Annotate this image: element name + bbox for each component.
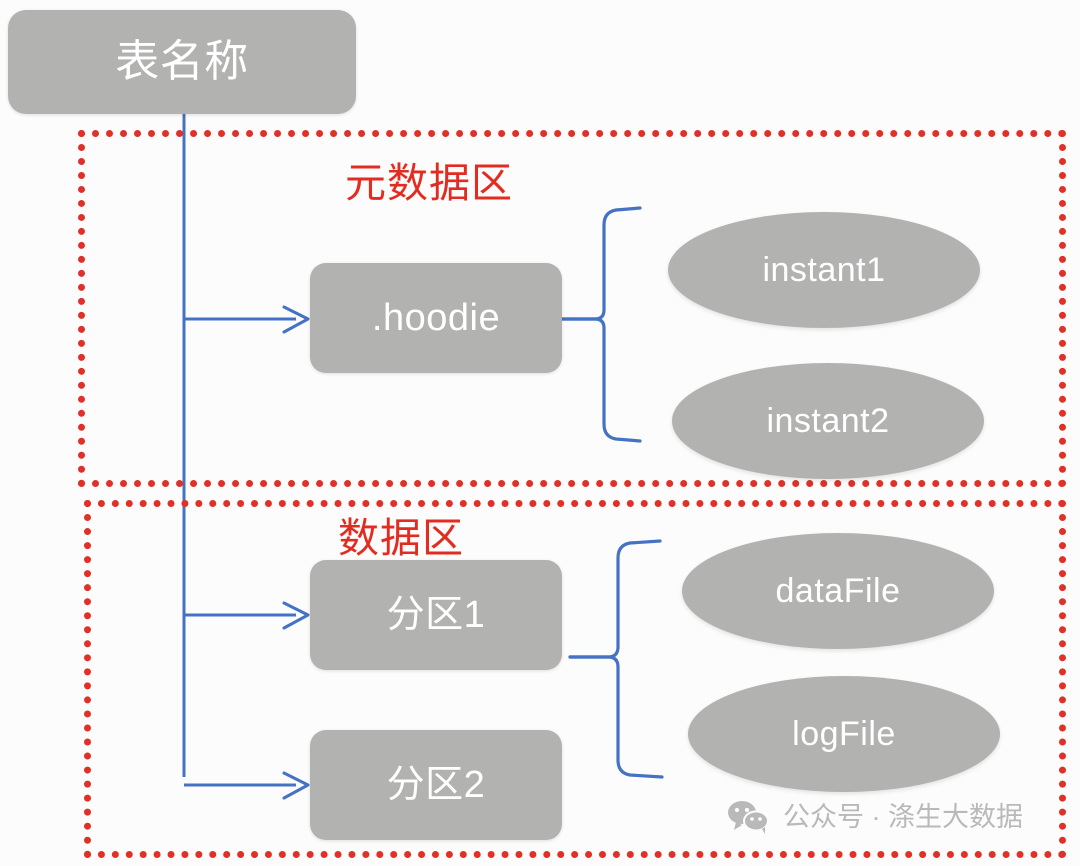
zone-data-label: 数据区 (338, 515, 464, 561)
watermark: 公众号 · 涤生大数据 (727, 800, 1023, 834)
brace-data-upper (568, 539, 662, 659)
arrow-head-to-partition-1 (282, 601, 310, 630)
watermark-text: 公众号 · 涤生大数据 (783, 801, 1023, 832)
node-data-file[interactable]: dataFile (682, 533, 994, 649)
arrow-head-to-partition-2 (282, 771, 310, 800)
node-instant-1[interactable]: instant1 (668, 212, 980, 328)
arrow-head-to-hoodie (282, 305, 310, 334)
brace-metadata-lower (560, 317, 642, 443)
node-partition-1[interactable]: 分区1 (310, 560, 562, 670)
node-table-name[interactable]: 表名称 (8, 10, 356, 114)
wechat-icon (728, 801, 769, 834)
zone-metadata-label: 元数据区 (345, 160, 513, 206)
brace-metadata-upper (560, 206, 642, 321)
brace-data-lower (568, 655, 664, 779)
node-instant-2[interactable]: instant2 (672, 363, 984, 479)
node-partition-2[interactable]: 分区2 (310, 730, 562, 840)
node-hoodie[interactable]: .hoodie (310, 263, 562, 373)
node-log-file[interactable]: logFile (688, 676, 1000, 792)
